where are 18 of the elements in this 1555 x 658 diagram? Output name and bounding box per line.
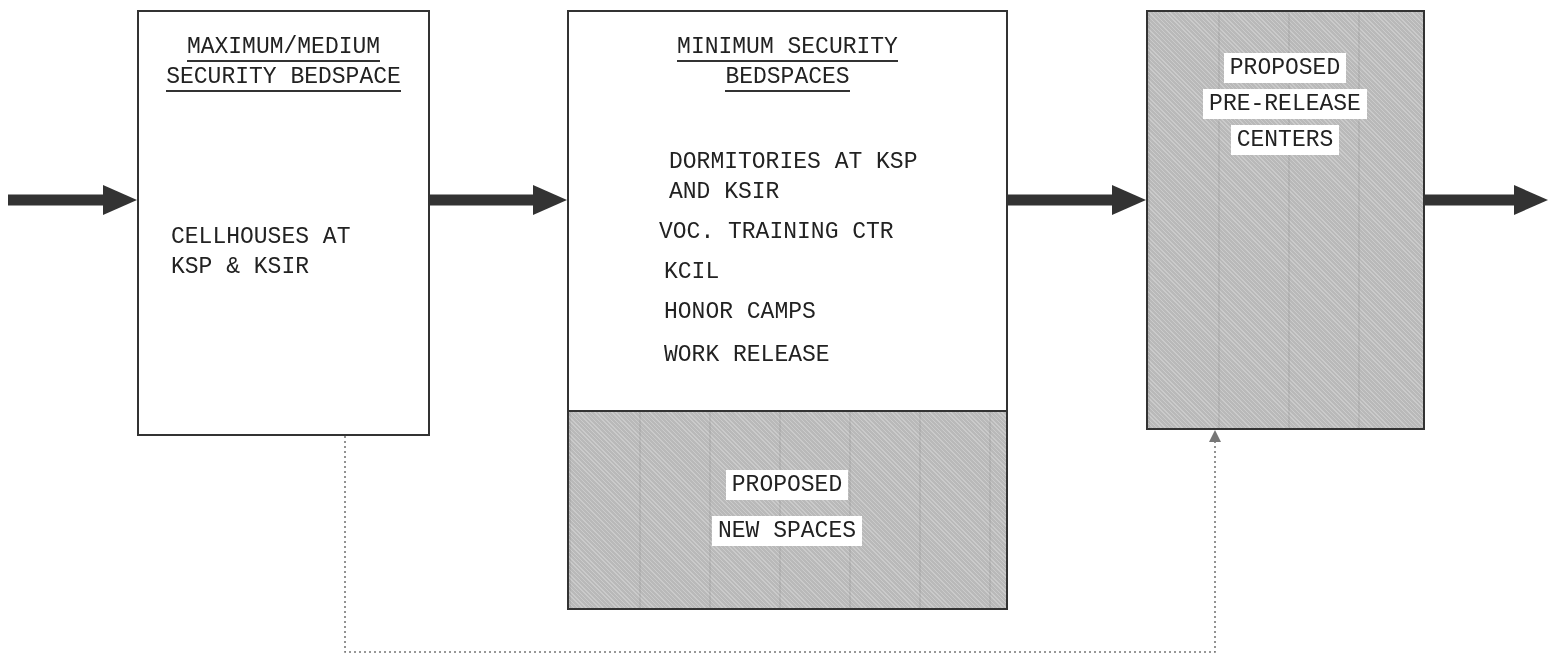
node-label: PROPOSED PRE-RELEASE CENTERS: [1200, 50, 1370, 158]
node-label: HONOR CAMPS: [664, 298, 817, 327]
arrow: [1425, 185, 1548, 215]
process-box: [137, 10, 430, 436]
arrow: [430, 185, 567, 215]
node-label: CELLHOUSES AT KSP & KSIR: [171, 223, 352, 282]
node-label: KCIL: [664, 258, 721, 287]
node-label: WORK RELEASE: [664, 341, 831, 370]
node-label: VOC. TRAINING CTR: [659, 218, 895, 247]
shaded-box: [569, 410, 1006, 608]
arrow: [1008, 185, 1146, 215]
node-label: DORMITORIES AT KSP AND KSIR: [669, 148, 919, 207]
arrow: [8, 185, 137, 215]
heading-label: MAXIMUM/MEDIUM SECURITY BEDSPACE: [165, 33, 402, 92]
dotted-arrow: [344, 430, 1221, 653]
heading-label: MINIMUM SECURITY BEDSPACES: [676, 33, 899, 92]
shaded-box: [1146, 10, 1425, 430]
process-box: [567, 10, 1008, 610]
